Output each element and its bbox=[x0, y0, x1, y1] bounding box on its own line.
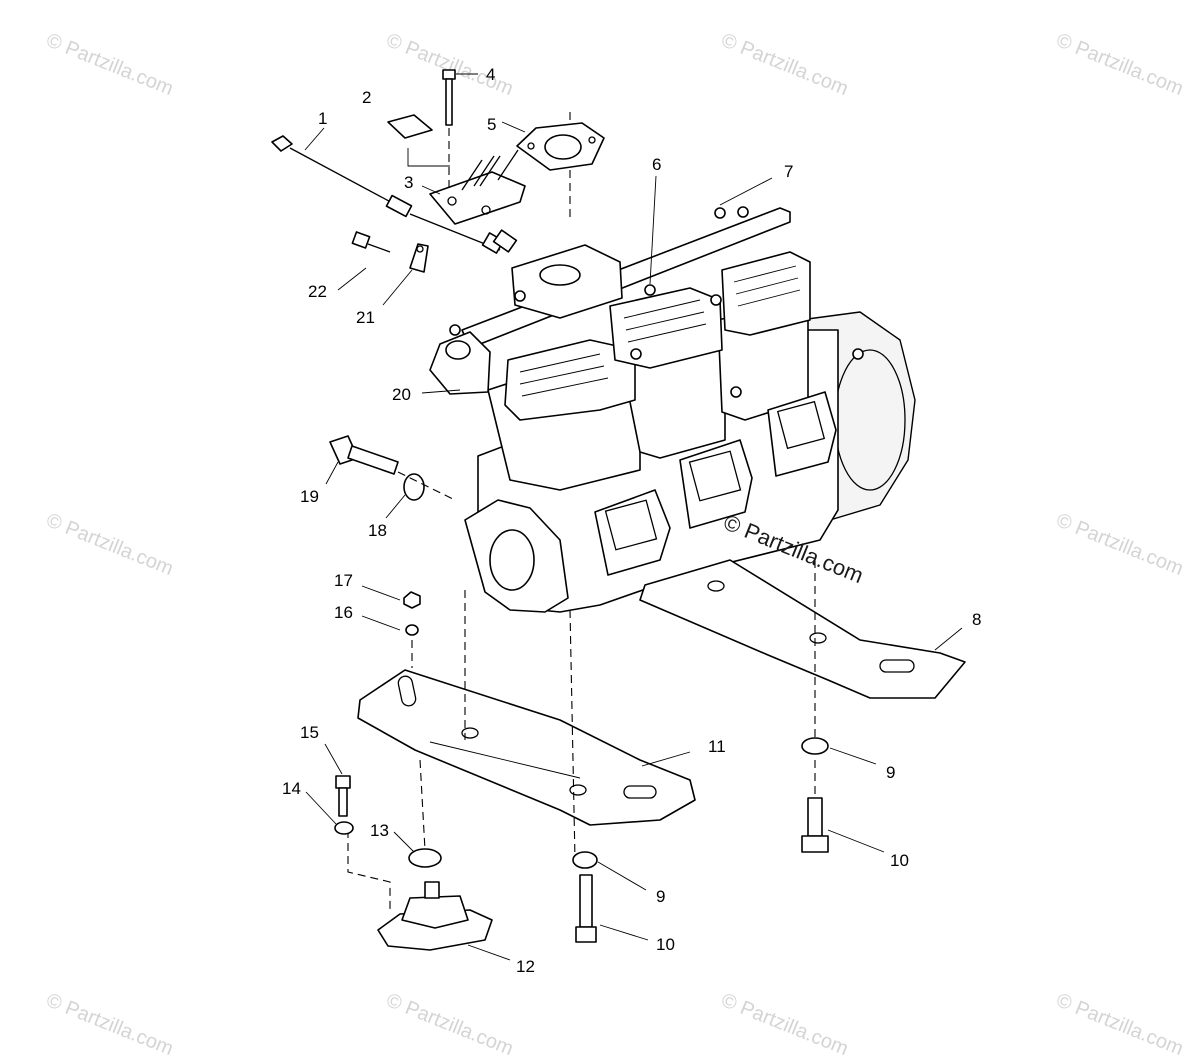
part-15-bolt bbox=[335, 775, 351, 817]
watermark: © Partzilla.com bbox=[1053, 29, 1186, 100]
callout-10: 10 bbox=[656, 935, 675, 954]
watermark: © Partzilla.com bbox=[1053, 509, 1186, 580]
callout-16: 16 bbox=[334, 603, 353, 622]
callout-6: 6 bbox=[652, 155, 661, 174]
callout-13: 13 bbox=[370, 821, 389, 840]
part-3-plate bbox=[429, 149, 526, 225]
watermark: © Partzilla.com bbox=[718, 989, 851, 1060]
callout-20: 20 bbox=[392, 385, 411, 404]
part-14-washer bbox=[334, 821, 354, 835]
part-2-decal bbox=[387, 114, 433, 139]
callout-21: 21 bbox=[356, 308, 375, 327]
callout-12: 12 bbox=[516, 957, 535, 976]
callout-7: 7 bbox=[784, 162, 793, 181]
part-4-bolt bbox=[442, 69, 456, 190]
callout-17: 17 bbox=[334, 571, 353, 590]
callout-leaders bbox=[304, 73, 963, 961]
part-17-nut bbox=[403, 591, 421, 609]
watermark: © Partzilla.com bbox=[1053, 989, 1186, 1060]
part-9-washer bbox=[801, 737, 829, 755]
callout-14: 14 bbox=[282, 779, 301, 798]
part-12-rubber-mount bbox=[377, 881, 493, 951]
part-16-washer bbox=[405, 624, 419, 636]
part-9-washer bbox=[572, 851, 598, 869]
callout-8: 8 bbox=[972, 610, 981, 629]
callout-18: 18 bbox=[368, 521, 387, 540]
part-5-gasket bbox=[516, 112, 605, 222]
callout-10: 10 bbox=[890, 851, 909, 870]
callout-15: 15 bbox=[300, 723, 319, 742]
part-21-clip bbox=[409, 243, 429, 273]
callout-9: 9 bbox=[656, 887, 665, 906]
watermark: © Partzilla.com bbox=[383, 989, 516, 1060]
callout-1: 1 bbox=[318, 109, 327, 128]
watermark: © Partzilla.com bbox=[43, 509, 176, 580]
part-8-mount-bracket bbox=[639, 559, 966, 699]
part-10-bolt bbox=[801, 797, 829, 853]
part-19-bolt bbox=[329, 435, 399, 475]
part-sensor bbox=[492, 229, 518, 253]
watermark: © Partzilla.com bbox=[718, 29, 851, 100]
callout-labels: 1 2 3 4 5 6 7 8 9 9 10 10 11 12 13 14 15… bbox=[282, 65, 981, 976]
callout-22: 22 bbox=[308, 282, 327, 301]
callout-9: 9 bbox=[886, 763, 895, 782]
part-10-bolt bbox=[575, 874, 597, 943]
part-11-mount-bracket bbox=[357, 669, 696, 826]
callout-19: 19 bbox=[300, 487, 319, 506]
watermark: © Partzilla.com bbox=[43, 29, 176, 100]
callout-4: 4 bbox=[486, 65, 495, 84]
axis-line bbox=[397, 471, 456, 501]
watermark: © Partzilla.com bbox=[43, 989, 176, 1060]
callout-5: 5 bbox=[487, 115, 496, 134]
axis-line bbox=[347, 830, 391, 910]
axis-line bbox=[569, 609, 576, 861]
callout-11: 11 bbox=[708, 737, 726, 756]
part-18-washer bbox=[403, 473, 425, 501]
axis-line bbox=[419, 759, 426, 851]
part-13-washer bbox=[408, 848, 442, 868]
leader-bracket bbox=[407, 148, 450, 167]
engine-block bbox=[429, 206, 916, 613]
part-22-screw bbox=[351, 231, 391, 253]
callout-2: 2 bbox=[362, 88, 371, 107]
callout-3: 3 bbox=[404, 173, 413, 192]
